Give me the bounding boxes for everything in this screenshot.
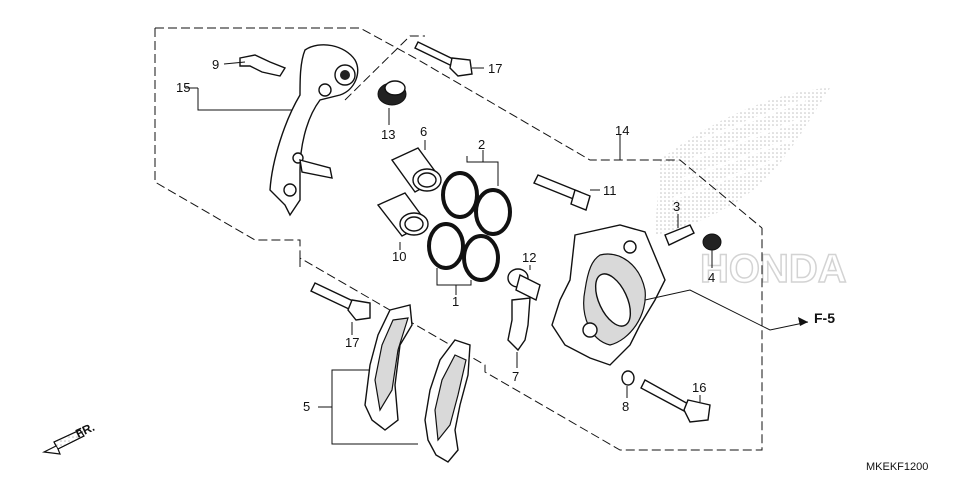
callout-1: 1 xyxy=(452,294,459,309)
caliper-bracket xyxy=(269,44,359,217)
bracket-top-line xyxy=(344,35,425,101)
brake-pad-left xyxy=(364,304,413,431)
pad-pin xyxy=(507,268,541,302)
callout-5: 5 xyxy=(303,399,310,414)
pad-spring xyxy=(239,54,287,77)
callout-16: 16 xyxy=(692,380,706,395)
callout-12: 12 xyxy=(522,250,536,265)
leader-1 xyxy=(436,268,472,286)
bleeder-cap xyxy=(702,233,722,251)
callout-15: 15 xyxy=(176,80,190,95)
washer xyxy=(621,370,635,386)
callout-6: 6 xyxy=(420,124,427,139)
direction-label: FR. xyxy=(73,420,96,441)
brake-pad-right xyxy=(424,339,471,463)
front-direction-arrow: FR. xyxy=(41,420,97,455)
bolt-upper xyxy=(414,41,473,77)
callout-11: 11 xyxy=(603,183,617,198)
callout-8: 8 xyxy=(622,399,629,414)
brand-watermark: HONDA xyxy=(655,88,847,292)
seals xyxy=(427,171,512,282)
slide-pin xyxy=(533,174,591,211)
callout-10: 10 xyxy=(392,249,406,264)
piston-lower xyxy=(376,192,429,237)
callout-14: 14 xyxy=(615,123,629,138)
leader-5 xyxy=(318,369,370,408)
brand-lettering: HONDA xyxy=(700,247,847,291)
leader-ref xyxy=(644,289,809,331)
callout-13: 13 xyxy=(381,127,395,142)
callout-3: 3 xyxy=(673,199,680,214)
callout-9: 9 xyxy=(212,57,219,72)
group-outline-top xyxy=(155,27,763,229)
callout-17-left: 17 xyxy=(345,335,359,350)
ref-arrowhead xyxy=(798,317,808,326)
leader-5b xyxy=(331,407,418,445)
leader-15 xyxy=(197,88,292,111)
piston-upper xyxy=(390,147,442,193)
group-outline-caliper xyxy=(154,28,763,451)
callout-4: 4 xyxy=(708,270,715,285)
bolt-left xyxy=(310,282,371,321)
leader-9 xyxy=(223,61,246,65)
bolt-lower xyxy=(640,379,711,423)
diagram-code: MKEKF1200 xyxy=(866,461,928,473)
callout-17-top: 17 xyxy=(488,61,502,76)
callout-7: 7 xyxy=(512,369,519,384)
bleeder-screw xyxy=(664,224,695,246)
caliper-body xyxy=(551,224,666,366)
callout-2: 2 xyxy=(478,137,485,152)
boot-part xyxy=(377,80,407,106)
retainer xyxy=(507,297,531,352)
reference-label: F-5 xyxy=(814,310,835,326)
